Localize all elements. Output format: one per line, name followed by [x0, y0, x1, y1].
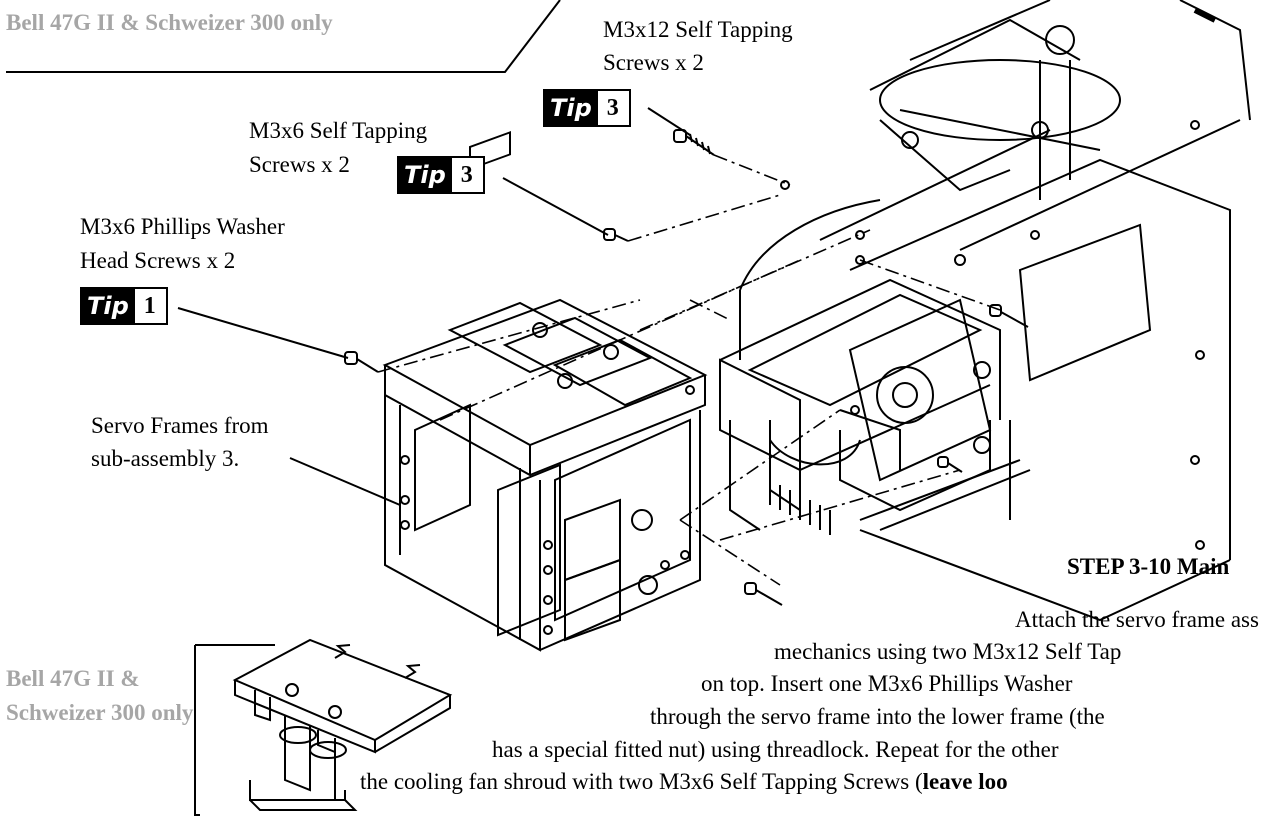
step-body-line3: on top. Insert one M3x6 Phillips Washer [701, 671, 1073, 696]
servo-label-line2: sub-assembly 3. [91, 446, 240, 471]
tip-number: 3 [606, 95, 619, 121]
screw-m3x12 [673, 129, 715, 156]
m3x12-tip-badge: Tip 3 [543, 89, 631, 127]
m3x6ph-label-line1: M3x6 Phillips Washer [80, 214, 285, 239]
m3x6st-tip-badge: Tip 3 [397, 156, 485, 194]
step-body-line6: the cooling fan shroud with two M3x6 Sel… [360, 766, 1008, 798]
tip-word: Tip [82, 289, 135, 323]
side-note-line2: Schweizer 300 only [6, 700, 194, 725]
step-heading: STEP 3-10 Main [1067, 554, 1230, 579]
m3x6st-label-line2: Screws x 2 [249, 152, 350, 177]
servo-frame-assembly [382, 131, 708, 652]
tip-number: 1 [143, 293, 156, 319]
step-body-line1: Attach the servo frame ass [1015, 607, 1259, 632]
tip-word: Tip [399, 158, 452, 192]
screw-m3x6-phillips [344, 351, 379, 373]
tip-number: 3 [460, 162, 473, 188]
m3x6ph-label-line2: Head Screws x 2 [80, 248, 236, 273]
top-note: Bell 47G II & Schweizer 300 only [6, 10, 333, 35]
screw-m3x6-upper [603, 228, 629, 242]
step-body-line6-bold: leave loo [922, 769, 1008, 794]
m3x6ph-tip-badge: Tip 1 [80, 287, 168, 325]
m3x12-label-line2: Screws x 2 [603, 50, 704, 75]
m3x6st-label-line1: M3x6 Self Tapping [249, 118, 428, 143]
m3x6st-leader [502, 177, 609, 236]
step-body-line4: through the servo frame into the lower f… [650, 704, 1105, 729]
top-note-leader [6, 0, 561, 73]
side-note-line1: Bell 47G II & [6, 666, 140, 691]
screw-lower [744, 582, 783, 606]
servo-leader [289, 457, 401, 506]
servo-label-line1: Servo Frames from [91, 413, 269, 438]
screw-right [989, 304, 1029, 328]
main-mechanics [719, 0, 1251, 622]
step-body-line6-text: the cooling fan shroud with two M3x6 Sel… [360, 769, 923, 794]
m3x6ph-leader [177, 307, 349, 359]
step-body-line2: mechanics using two M3x12 Self Tap [774, 639, 1122, 664]
step-body-line5: has a special fitted nut) using threadlo… [492, 737, 1059, 762]
tip-word: Tip [545, 91, 598, 125]
m3x12-label-line1: M3x12 Self Tapping [603, 17, 793, 42]
part-detail [194, 638, 453, 816]
